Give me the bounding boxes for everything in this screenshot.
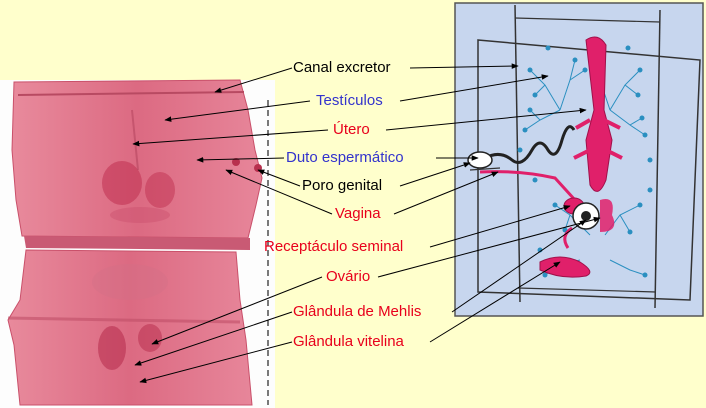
label-glandula-vitelina: Glândula vitelina: [293, 333, 404, 350]
stained-proglottid-photo: [0, 80, 275, 408]
label-receptaculo-seminal: Receptáculo seminal: [264, 238, 403, 255]
label-utero: Útero: [333, 121, 370, 138]
label-testiculos: Testículos: [316, 92, 383, 109]
proglottid-anatomy-drawing: [455, 3, 703, 316]
label-glandula-mehlis: Glândula de Mehlis: [293, 303, 421, 320]
label-vagina: Vagina: [335, 205, 381, 222]
label-poro-genital: Poro genital: [302, 177, 382, 194]
label-duto-espermatico: Duto espermático: [286, 149, 404, 166]
label-ovario: Ovário: [326, 268, 370, 285]
label-canal-excretor: Canal excretor: [293, 59, 391, 76]
